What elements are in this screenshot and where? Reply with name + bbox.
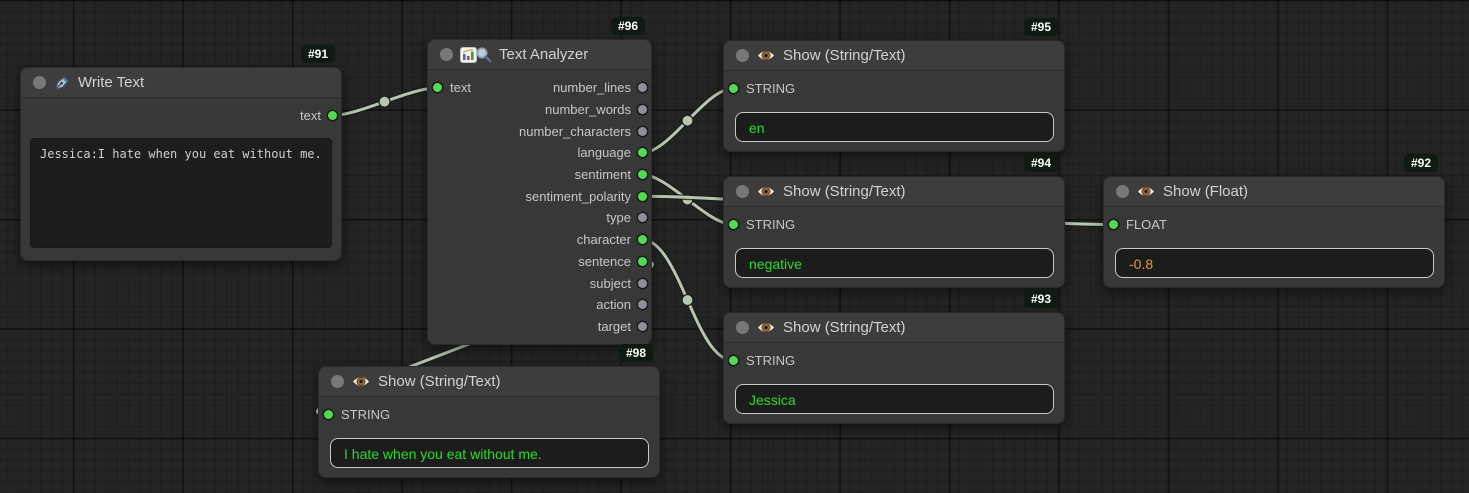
- output-port-number-words[interactable]: [637, 105, 647, 115]
- output-port-number-lines[interactable]: [637, 83, 647, 93]
- node-id-badge: #96: [610, 17, 645, 35]
- input-port-string[interactable]: [728, 220, 738, 229]
- node-titlebar[interactable]: Text Analyzer: [428, 40, 651, 70]
- text-input-area[interactable]: Jessica:I hate when you eat without me.: [30, 138, 332, 248]
- output-label: number_characters: [519, 123, 631, 139]
- input-port-float[interactable]: [1108, 220, 1118, 229]
- node-id-badge: #95: [1023, 18, 1058, 36]
- collapse-dot[interactable]: [1116, 185, 1129, 198]
- value-display[interactable]: en: [735, 112, 1054, 142]
- output-port-sentiment-polarity[interactable]: [637, 191, 647, 201]
- output-port-action[interactable]: [637, 300, 647, 310]
- node-show-language[interactable]: #95 Show (String/Text) STRING en: [723, 18, 1065, 152]
- input-port-string[interactable]: [728, 84, 738, 93]
- input-port-string[interactable]: [323, 410, 333, 419]
- node-show-sentiment[interactable]: #94 Show (String/Text) STRING negative: [723, 154, 1065, 288]
- node-titlebar[interactable]: Show (String/Text): [724, 313, 1064, 343]
- output-port-sentence[interactable]: [637, 256, 647, 266]
- collapse-dot[interactable]: [331, 375, 344, 388]
- collapse-dot[interactable]: [33, 76, 46, 89]
- output-port-character[interactable]: [637, 235, 647, 245]
- collapse-dot[interactable]: [440, 48, 453, 61]
- value-display[interactable]: -0.8: [1115, 248, 1434, 278]
- eye-icon: [1136, 184, 1156, 199]
- value-display[interactable]: negative: [735, 248, 1054, 278]
- input-label-string: STRING: [746, 217, 796, 232]
- pen-icon: [53, 74, 71, 92]
- value-display[interactable]: Jessica: [735, 384, 1054, 414]
- output-label: type: [606, 210, 631, 226]
- eye-icon: [756, 184, 776, 199]
- input-label-string: STRING: [341, 407, 391, 422]
- node-id-badge: #94: [1023, 154, 1058, 172]
- node-title: Show (String/Text): [378, 373, 501, 390]
- input-label-float: FLOAT: [1126, 217, 1167, 232]
- node-titlebar[interactable]: Show (String/Text): [319, 367, 659, 397]
- input-port-string[interactable]: [728, 356, 738, 365]
- node-text-analyzer[interactable]: #96 Text Analyzer text number_lines numb…: [427, 17, 652, 345]
- input-label-text: text: [450, 80, 471, 96]
- value-display[interactable]: I hate when you eat without me.: [330, 438, 649, 468]
- node-show-sentence[interactable]: #98 Show (String/Text) STRING I hate whe…: [318, 344, 660, 478]
- output-port-type[interactable]: [637, 213, 647, 223]
- output-port-language[interactable]: [637, 148, 647, 158]
- input-port-text[interactable]: [432, 83, 442, 93]
- node-id-badge: #98: [618, 344, 653, 362]
- output-label: subject: [589, 275, 631, 291]
- eye-icon: [756, 48, 776, 63]
- node-title: Text Analyzer: [499, 46, 589, 63]
- node-id-badge: #93: [1023, 290, 1058, 308]
- collapse-dot[interactable]: [736, 185, 749, 198]
- node-id-badge: #92: [1403, 154, 1438, 172]
- output-label: character: [576, 232, 631, 248]
- node-write-text[interactable]: #91 Write Text text Jessica:I hate when …: [20, 45, 342, 261]
- output-label: sentiment: [574, 167, 631, 183]
- collapse-dot[interactable]: [736, 49, 749, 62]
- node-titlebar[interactable]: Show (String/Text): [724, 177, 1064, 207]
- output-port-text[interactable]: [327, 111, 337, 120]
- output-label: target: [597, 318, 631, 334]
- output-label-text: text: [300, 108, 321, 123]
- output-port-number-characters[interactable]: [637, 126, 647, 136]
- node-show-character[interactable]: #93 Show (String/Text) STRING Jessica: [723, 290, 1065, 424]
- output-label: sentiment_polarity: [525, 188, 632, 204]
- input-label-string: STRING: [746, 353, 796, 368]
- node-titlebar[interactable]: Write Text: [21, 68, 341, 98]
- node-title: Show (String/Text): [783, 319, 906, 336]
- eye-icon: [756, 320, 776, 335]
- eye-icon: [351, 374, 371, 389]
- output-port-sentiment[interactable]: [637, 170, 647, 180]
- node-id-badge: #91: [300, 45, 335, 63]
- node-title: Show (String/Text): [783, 47, 906, 64]
- node-titlebar[interactable]: Show (Float): [1104, 177, 1444, 207]
- bar-chart-magnifier-icon: [460, 46, 492, 63]
- output-label: action: [596, 297, 631, 313]
- output-port-target[interactable]: [637, 321, 647, 331]
- input-label-string: STRING: [746, 81, 796, 96]
- output-label: number_words: [545, 102, 631, 118]
- output-label: language: [577, 145, 632, 161]
- output-label: number_lines: [552, 80, 631, 96]
- collapse-dot[interactable]: [736, 321, 749, 334]
- output-label: sentence: [578, 253, 631, 269]
- output-port-subject[interactable]: [637, 278, 647, 288]
- node-title: Show (Float): [1163, 183, 1249, 200]
- node-titlebar[interactable]: Show (String/Text): [724, 41, 1064, 71]
- node-title: Show (String/Text): [783, 183, 906, 200]
- node-show-float[interactable]: #92 Show (Float) FLOAT -0.8: [1103, 154, 1445, 288]
- node-title: Write Text: [78, 74, 145, 91]
